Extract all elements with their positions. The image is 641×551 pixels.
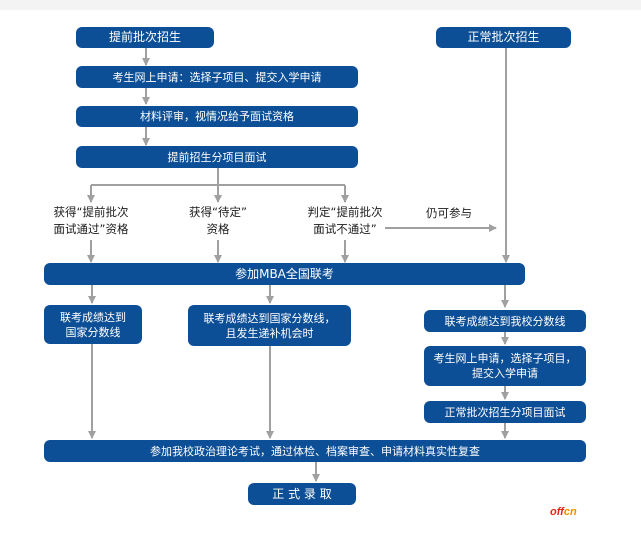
mba-exam-box: 参加MBA全国联考 — [44, 263, 525, 285]
regular-interview-box: 正常批次招生分项目面试 — [424, 401, 586, 423]
early-admission-box: 提前批次招生 — [76, 27, 214, 48]
score-national-b-box: 联考成绩达到国家分数线， 且发生递补机会时 — [188, 305, 351, 346]
early-interview-box: 提前招生分项目面试 — [76, 146, 358, 168]
outcome-pass-label: 获得“提前批次 面试通过”资格 — [53, 205, 129, 236]
score-national-a-box: 联考成绩达到 国家分数线 — [44, 305, 142, 344]
final-checks-box: 参加我校政治理论考试，通过体检、档案审查、申请材料真实性复查 — [44, 440, 586, 462]
material-review-box: 材料评审，视情况给予面试资格 — [76, 106, 358, 127]
online-apply-regular-box: 考生网上申请，选择子项目， 提交入学申请 — [424, 346, 586, 386]
watermark-part1: off — [550, 506, 564, 518]
outcome-pending-label: 获得“待定” 资格 — [189, 205, 247, 236]
top-band — [0, 0, 641, 10]
still-eligible-label: 仍可参与 — [426, 206, 472, 220]
offcn-watermark: offcn — [550, 506, 577, 518]
admitted-box: 正 式 录 取 — [248, 483, 356, 505]
online-apply-early-box: 考生网上申请：选择子项目、提交入学申请 — [76, 66, 358, 88]
outcome-fail-label: 判定“提前批次 面试不通过” — [307, 205, 383, 236]
watermark-part2: cn — [563, 506, 577, 518]
score-school-box: 联考成绩达到我校分数线 — [424, 310, 586, 332]
regular-admission-box: 正常批次招生 — [436, 27, 571, 48]
